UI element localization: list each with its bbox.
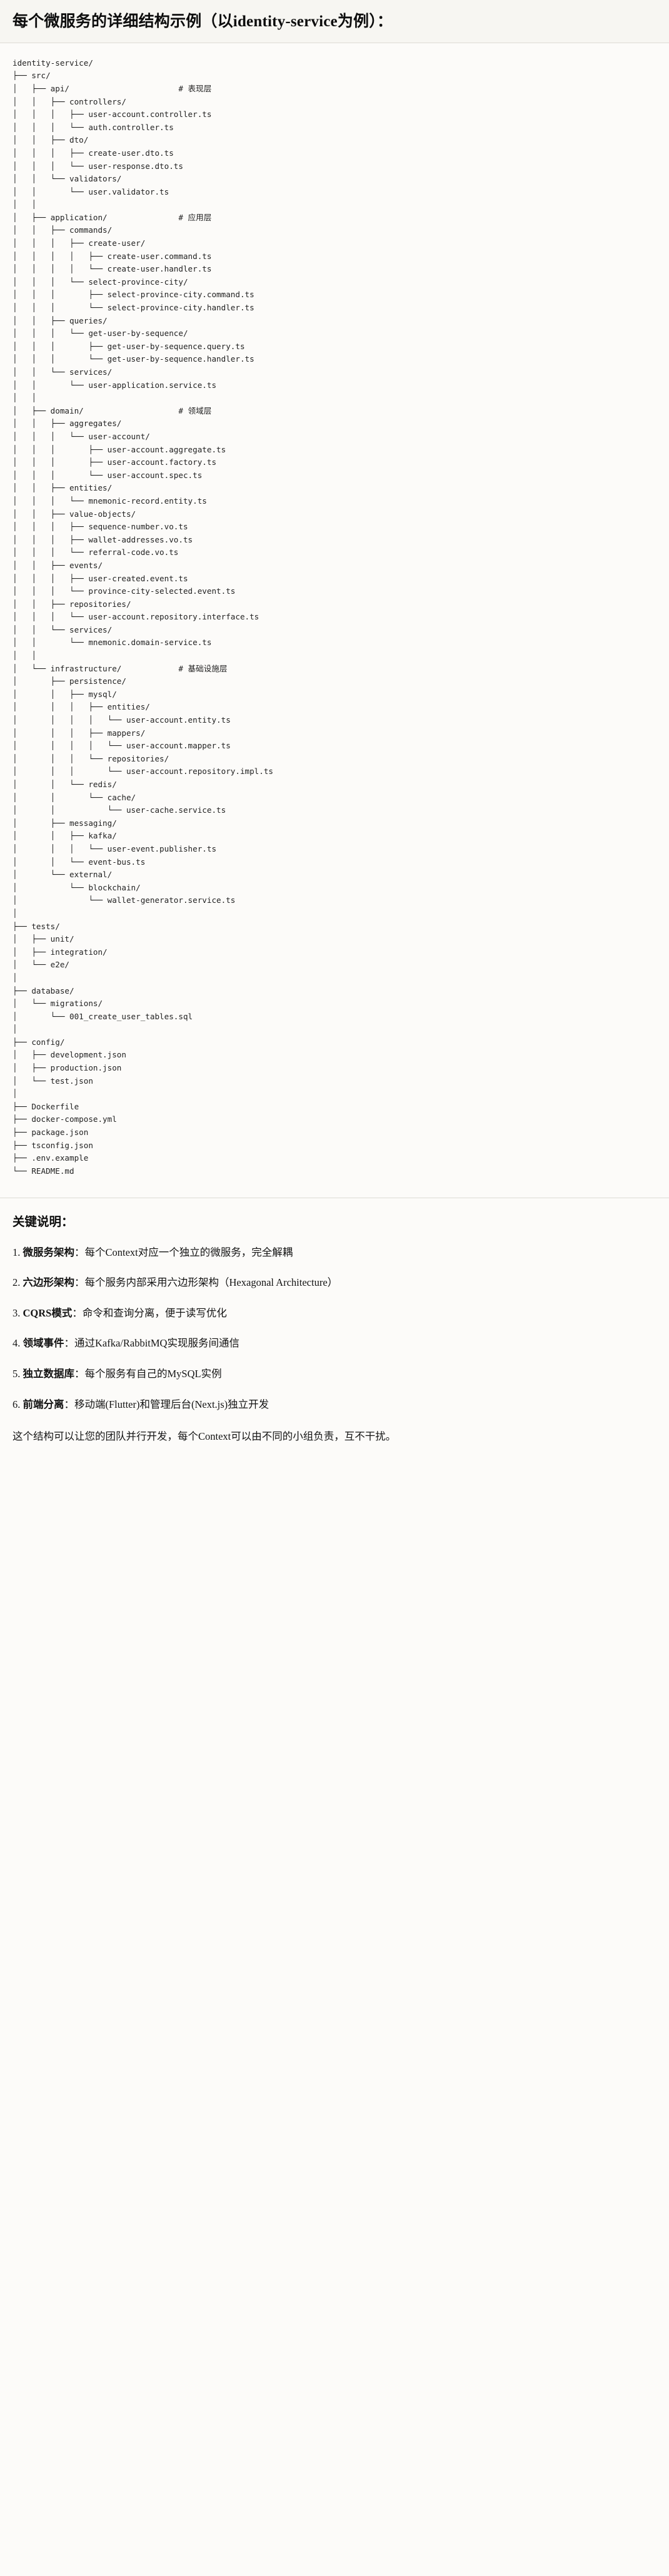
note-term: 领域事件 bbox=[23, 1337, 64, 1350]
closing-paragraph: 这个结构可以让您的团队并行开发，每个Context可以由不同的小组负责，互不干扰… bbox=[13, 1430, 396, 1443]
list-item: CQRS模式：命令和查询分离，便于读写优化 bbox=[13, 1305, 656, 1321]
note-term: 微服务架构 bbox=[23, 1246, 75, 1258]
note-term: 六边形架构 bbox=[23, 1276, 75, 1289]
key-notes-list: 微服务架构：每个Context对应一个独立的微服务，完全解耦 六边形架构：每个服… bbox=[13, 1245, 656, 1412]
document-page: 每个微服务的详细结构示例（以identity-service为例）： ident… bbox=[0, 0, 669, 1462]
key-notes-section: 关键说明： 微服务架构：每个Context对应一个独立的微服务，完全解耦 六边形… bbox=[0, 1198, 669, 1462]
list-item: 前端分离：移动端(Flutter)和管理后台(Next.js)独立开发 bbox=[13, 1397, 656, 1413]
note-term: CQRS模式 bbox=[23, 1306, 73, 1319]
list-item: 领域事件：通过Kafka/RabbitMQ实现服务间通信 bbox=[13, 1335, 656, 1352]
note-description: ：移动端(Flutter)和管理后台(Next.js)独立开发 bbox=[64, 1398, 269, 1410]
list-item: 独立数据库：每个服务有自己的MySQL实例 bbox=[13, 1366, 656, 1382]
note-description: ：每个Context对应一个独立的微服务，完全解耦 bbox=[74, 1246, 293, 1258]
list-item: 微服务架构：每个Context对应一个独立的微服务，完全解耦 bbox=[13, 1245, 656, 1261]
note-description: ：每个服务内部采用六边形架构（Hexagonal Architecture） bbox=[74, 1276, 338, 1289]
note-description: ：每个服务有自己的MySQL实例 bbox=[74, 1368, 222, 1380]
note-term: 前端分离 bbox=[23, 1398, 64, 1410]
page-title: 每个微服务的详细结构示例（以identity-service为例）： bbox=[13, 13, 393, 30]
key-notes-heading: 关键说明： bbox=[13, 1216, 74, 1229]
note-description: ：命令和查询分离，便于读写优化 bbox=[72, 1306, 227, 1319]
directory-tree: identity-service/ ├── src/ │ ├── api/ # … bbox=[13, 58, 274, 1176]
note-term: 独立数据库 bbox=[23, 1368, 75, 1380]
note-description: ：通过Kafka/RabbitMQ实现服务间通信 bbox=[64, 1337, 239, 1350]
directory-tree-block: identity-service/ ├── src/ │ ├── api/ # … bbox=[0, 43, 669, 1194]
list-item: 六边形架构：每个服务内部采用六边形架构（Hexagonal Architectu… bbox=[13, 1275, 656, 1291]
document-header: 每个微服务的详细结构示例（以identity-service为例）： bbox=[0, 0, 669, 43]
